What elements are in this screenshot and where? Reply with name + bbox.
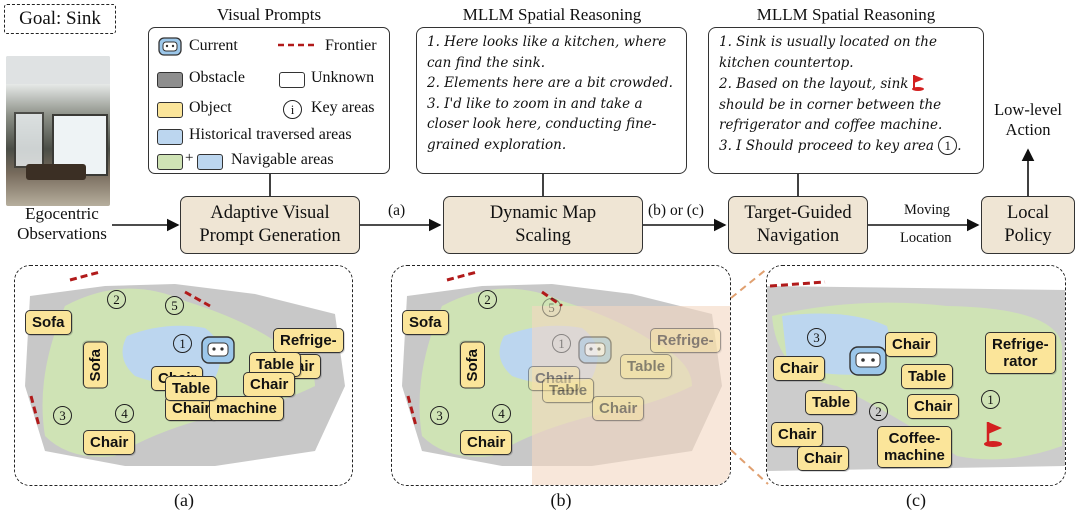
edge-label-b-or-c: (b) or (c) (648, 202, 704, 219)
legend-unknown-label: Unknown (311, 69, 375, 86)
key-area-1: 1 (173, 334, 192, 353)
frontier-dash-icon (278, 43, 316, 47)
moving-label: Moving (904, 202, 950, 218)
object-chair: Chair (460, 430, 513, 455)
visual-prompts-title: Visual Prompts (216, 5, 322, 24)
key-area-2: 2 (869, 402, 888, 421)
object-coffee-machine: Coffee-machine (877, 426, 952, 468)
object-refrigerator: Refrige- (650, 328, 721, 353)
panel-c-caption: (c) (906, 490, 926, 510)
object-refrigerator: Refrige- (273, 328, 344, 353)
object-chair: Chair (592, 396, 645, 421)
map-panel-b: 2 5 1 3 4 Sofa Sofa Refrige- Table Chair… (391, 265, 731, 486)
key-area-4: 4 (115, 404, 134, 423)
key-area-4: 4 (492, 404, 511, 423)
object-table: Table (620, 354, 673, 379)
target-guided-box: Target-Guided Navigation (728, 196, 868, 254)
reasoning-1-line-3: 3. I'd like to zoom in and take a closer… (427, 95, 657, 153)
object-chair: Chair (797, 446, 850, 471)
object-sofa: Sofa (25, 310, 72, 335)
legend-frontier-label: Frontier (325, 37, 377, 54)
legend-obstacle-label: Obstacle (189, 69, 245, 86)
legend-key-areas-label: Key areas (311, 99, 375, 116)
robot-marker (849, 346, 887, 376)
object-table: Table (542, 378, 595, 403)
reasoning-2-line-1: 1. Sink is usually located on the kitche… (719, 34, 937, 71)
legend-current-label: Current (189, 37, 238, 54)
reasoning-2-line-3: 3. I Should proceed to key area 1. (719, 135, 962, 155)
edge-label-a: (a) (388, 202, 406, 219)
egocentric-observation-image (6, 56, 110, 206)
flag-icon (984, 422, 1002, 447)
local-policy-box: Local Policy (981, 196, 1075, 254)
reasoning-2-line-2b: should be in corner between the refriger… (719, 96, 943, 134)
robot-marker (201, 336, 235, 364)
key-area-2: 2 (478, 290, 497, 309)
pipeline-arrows (112, 148, 1035, 232)
object-chair: Chair (83, 430, 136, 455)
panel-a-caption: (a) (174, 490, 194, 510)
key-area-1: 1 (981, 390, 1000, 409)
obstacle-swatch (157, 72, 183, 88)
object-chair: Chair (885, 332, 938, 357)
visual-prompts-legend: Current Frontier Obstacle Unknown Object… (148, 27, 390, 174)
robot-icon (158, 37, 182, 56)
key-area-3: 3 (430, 406, 449, 425)
reasoning-2-line-2: 2. Based on the layout, sink (719, 73, 975, 95)
object-table: Table (165, 376, 218, 401)
panel-b-caption: (b) (550, 490, 572, 510)
key-area-3: 3 (53, 406, 72, 425)
adaptive-prompt-box: Adaptive Visual Prompt Generation (180, 196, 360, 254)
reasoning-1-line-1: 1. Here looks like a kitchen, where can … (427, 34, 667, 71)
location-label: Location (900, 230, 952, 246)
reasoning-2-title: MLLM Spatial Reasoning (756, 5, 936, 24)
key-area-5: 5 (165, 296, 184, 315)
legend-navigable-label: Navigable areas (231, 151, 334, 168)
traversed-swatch (157, 129, 183, 145)
key-area-1: 1 (552, 334, 571, 353)
object-table: Table (901, 364, 954, 389)
key-area-1-badge: 1 (938, 135, 958, 155)
reasoning-2-box: 1. Sink is usually located on the kitche… (708, 27, 984, 174)
key-area-3: 3 (807, 328, 826, 347)
reasoning-1-box: 1. Here looks like a kitchen, where can … (416, 27, 687, 174)
goal-label: Goal: Sink (4, 4, 116, 34)
map-b-background (392, 266, 730, 485)
object-sofa: Sofa (402, 310, 449, 335)
reasoning-1-title: MLLM Spatial Reasoning (462, 5, 642, 24)
object-chair: Chair (771, 422, 824, 447)
key-area-5: 5 (542, 298, 561, 317)
map-panel-c: 3 1 2 Chair Refrige-rator Table Chair Ch… (766, 265, 1066, 486)
legend-traversed-label: Historical traversed areas (189, 126, 352, 143)
robot-marker (578, 336, 612, 364)
navigable-swatch-blue (197, 154, 223, 170)
object-coffee-machine: machine (209, 396, 284, 421)
object-swatch (157, 102, 183, 118)
flag-icon (912, 75, 925, 91)
object-chair: Chair (907, 394, 960, 419)
map-panel-a: 2 5 1 3 4 Sofa Sofa Refrige- Chair Table… (14, 265, 353, 486)
key-area-2: 2 (107, 290, 126, 309)
legend-plus: + (185, 150, 194, 166)
object-chair: Chair (773, 356, 826, 381)
object-refrigerator: Refrige-rator (985, 332, 1056, 374)
navigable-swatch-green (157, 154, 183, 170)
unknown-swatch (279, 72, 305, 88)
reasoning-1-line-2: 2. Elements here are a bit crowded. (427, 75, 673, 91)
object-table: Table (805, 390, 858, 415)
object-chair: Chair (528, 366, 581, 391)
dynamic-map-box: Dynamic Map Scaling (443, 196, 643, 254)
key-area-icon: i (283, 100, 302, 119)
legend-object-label: Object (189, 99, 232, 116)
